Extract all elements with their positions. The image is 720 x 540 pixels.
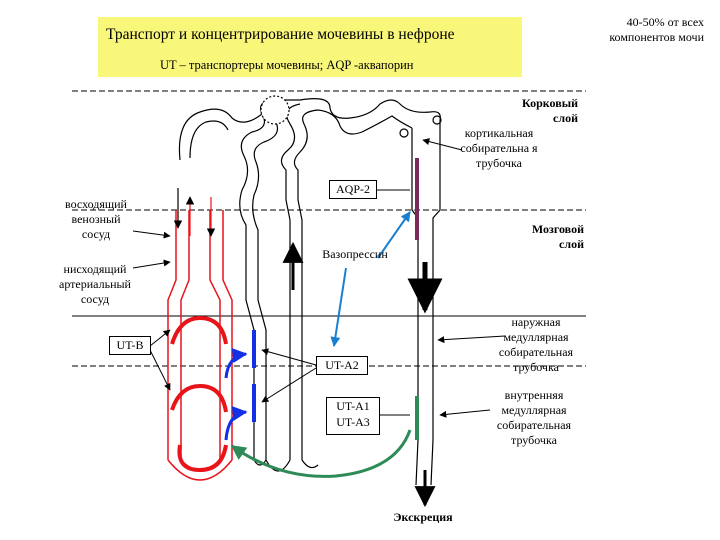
medulla-label: Мозговой слой	[531, 222, 584, 251]
vasa-recta	[167, 210, 233, 481]
utb-box: UT-B	[109, 336, 151, 355]
excretion-label: Экскреция	[393, 510, 453, 524]
glomerulus	[260, 95, 290, 125]
vasopressin-arrow-uta1	[340, 262, 355, 274]
title-box	[98, 17, 522, 77]
outer-medullary-duct-label: наружная медуллярная собирательная трубо…	[498, 315, 574, 374]
label-pointers	[132, 138, 506, 418]
inner-medullary-duct-label: внутренняя медуллярная собирательная тру…	[496, 388, 572, 447]
uta1-uta3-box: UT-A1 UT-A3	[326, 397, 380, 435]
vasopressin-arrow-aqp2	[377, 211, 411, 259]
uta2-box: UT-A2	[316, 356, 368, 375]
uta1-label: UT-A1	[336, 399, 370, 413]
aqp2-box: AQP-2	[329, 180, 377, 199]
vasopressin-arrow-uta2	[330, 267, 347, 347]
vasopressin-label: Вазопрессин	[322, 247, 388, 261]
nephron-tubule	[178, 98, 442, 486]
utb-recycling-arcs	[170, 315, 228, 473]
urine-share-note: 40-50% от всех компонентов мочи	[609, 15, 704, 44]
cortical-duct-label: кортикальная собирательна я трубочка	[460, 126, 538, 170]
uta3-label: UT-A3	[336, 415, 370, 429]
venous-vessel-label: восходящий венозный сосуд	[65, 197, 127, 241]
diagram-subtitle: UT – транспортеры мочевины; AQP -аквапор…	[160, 58, 414, 72]
urea-recycling-arrow	[230, 429, 412, 478]
uta2-urea-arrow-lower	[224, 406, 248, 441]
uta2-urea-arrow-upper	[224, 348, 248, 379]
arterial-vessel-label: нисходящий артериальный сосуд	[59, 262, 131, 306]
diagram-title: Транспорт и концентрирование мочевины в …	[106, 26, 455, 43]
cortex-label: Корковый слой	[522, 96, 578, 125]
